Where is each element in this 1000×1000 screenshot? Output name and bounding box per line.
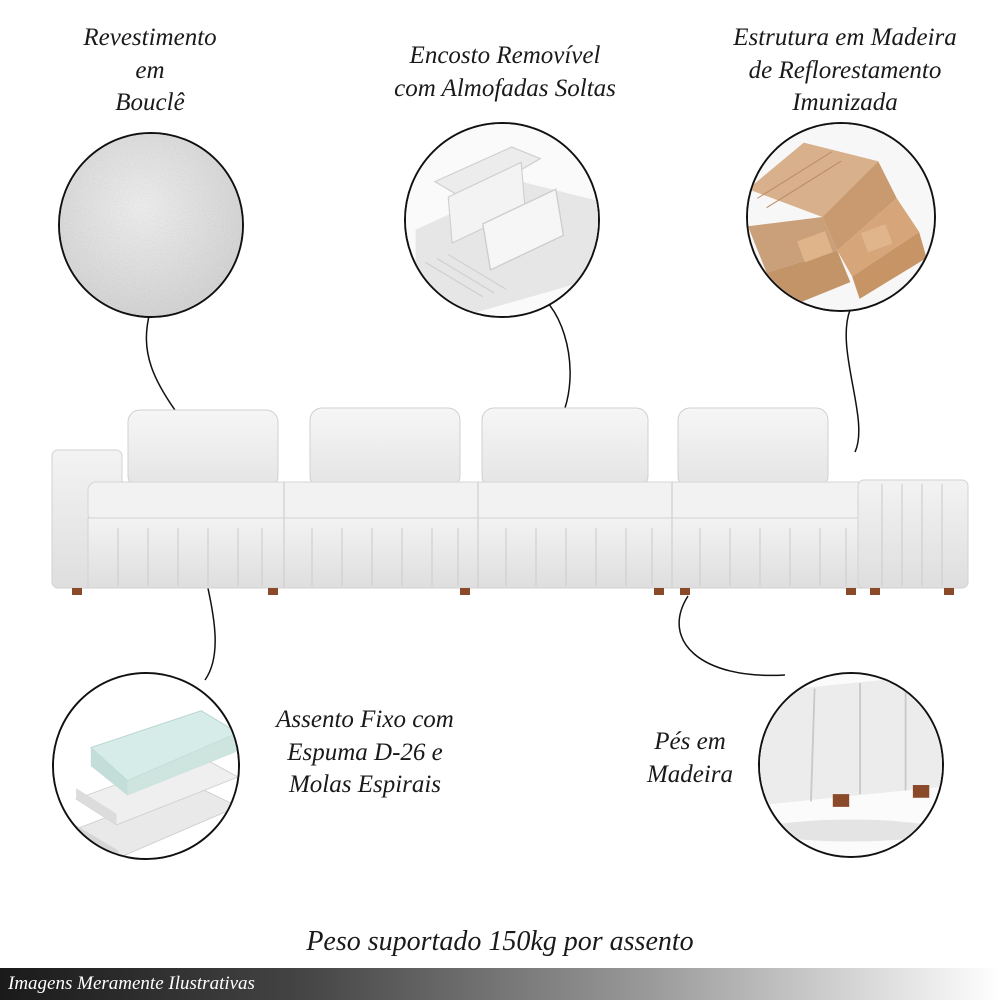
sofa-ottoman (857, 479, 969, 589)
label-seat-line-2: Espuma D-26 e (287, 738, 443, 766)
label-fabric: Revestimento em Bouclê (40, 22, 260, 120)
backrest-cushion-image (404, 122, 600, 318)
label-fabric-line-3: Bouclê (115, 89, 185, 116)
seat-foam-image (52, 672, 240, 860)
label-seat-line-3: Molas Espirais (288, 771, 442, 798)
label-fabric-line-1: Revestimento (83, 24, 217, 51)
label-backrest-line-1: Encosto Removível (409, 42, 601, 69)
label-backrest-line-2: com Almofadas Soltas (394, 74, 616, 102)
sofa-feet (72, 588, 954, 595)
label-structure-line-2: de Reflorestamento (748, 56, 942, 84)
wood-structure-image (746, 122, 936, 312)
label-structure-line-3: Imunizada (792, 89, 898, 116)
label-feet-line-1: Pés em (654, 728, 726, 755)
back-cushions (127, 407, 829, 489)
label-backrest: Encosto Removível com Almofadas Soltas (350, 40, 660, 105)
disclaimer-bar: Imagens Meramente Ilustrativas (0, 968, 1000, 1000)
label-fabric-line-2: em (135, 56, 165, 84)
weight-note: Peso suportado 150kg por assento (306, 926, 694, 957)
label-seat-line-1: Assento Fixo com (276, 706, 454, 733)
label-feet: Pés em Madeira (620, 726, 760, 791)
disclaimer-text: Imagens Meramente Ilustrativas (8, 973, 255, 994)
label-structure-line-1: Estrutura em Madeira (733, 24, 957, 51)
wooden-feet-image (758, 672, 944, 858)
label-feet-line-2: Madeira (646, 760, 734, 788)
fabric-texture-image (58, 132, 244, 318)
label-seat: Assento Fixo com Espuma D-26 e Molas Esp… (240, 704, 490, 802)
sofa-illustration (51, 407, 969, 595)
label-structure: Estrutura em Madeira de Reflorestamento … (700, 22, 990, 120)
